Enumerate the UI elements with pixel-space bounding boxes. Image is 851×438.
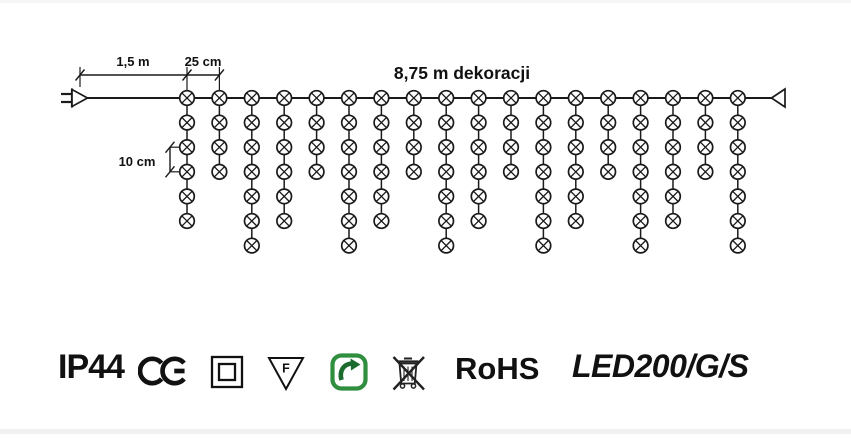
light-drop: [340, 89, 358, 254]
light-drop: [632, 89, 649, 254]
light-drop: [178, 89, 196, 230]
rohs-label: RoHS: [455, 351, 540, 386]
f-triangle-letter: F: [282, 362, 290, 376]
lead-length-label: 1,5 m: [116, 54, 149, 69]
light-drop: [535, 89, 552, 254]
f-triangle-icon: F: [267, 357, 305, 391]
light-drop: [470, 89, 487, 230]
drop-spacing-label: 25 cm: [185, 54, 222, 69]
led-spacing-label: 10 cm: [119, 154, 156, 169]
light-drop: [276, 89, 293, 230]
light-drop: [697, 89, 714, 180]
light-drop: [438, 89, 455, 254]
light-drop: [211, 89, 228, 180]
end-connector-symbol: [769, 87, 786, 109]
light-drop: [243, 89, 260, 254]
light-drop: [567, 89, 584, 230]
light-drop: [373, 89, 390, 230]
bottom-edge-artifact: [0, 429, 851, 434]
light-drop: [729, 89, 746, 254]
light-drop: [308, 89, 325, 180]
ce-mark-icon: [138, 356, 186, 386]
led-spacing-dimension: [164, 141, 180, 178]
power-plug-symbol: [61, 88, 90, 108]
class-ii-double-square-icon: [210, 355, 244, 389]
light-drop: [502, 89, 520, 180]
light-drop: [664, 89, 682, 230]
model-number-label: LED200/G/S: [572, 348, 749, 384]
light-drop: [600, 89, 617, 180]
string-lights-diagram: 1,5 m 25 cm 8,75 m dekoracji 10 cm: [61, 54, 786, 254]
wiring-core: [61, 67, 786, 254]
ip-rating-label: IP44: [58, 348, 125, 386]
top-dimension-lines: [74, 67, 225, 90]
decoration-length-label: 8,75 m dekoracji: [394, 63, 530, 83]
weee-crossed-bin-icon: [392, 356, 425, 391]
green-recycling-loop-icon: [330, 353, 368, 391]
light-drop: [405, 89, 422, 180]
